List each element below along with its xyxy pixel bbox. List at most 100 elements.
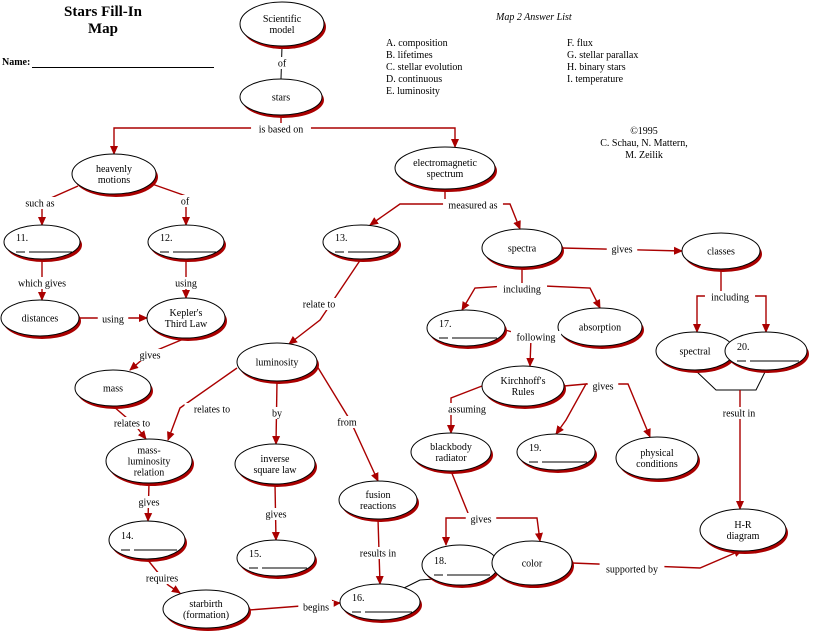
link-label: gives <box>138 498 159 509</box>
title-line-2: Map <box>88 21 118 37</box>
node-label: Third Law <box>165 319 208 330</box>
node-ellipse <box>239 1 325 47</box>
link-label-bg <box>704 291 756 303</box>
edge-measured-left <box>369 189 446 226</box>
node-label: relation <box>134 468 165 479</box>
link-label: gives <box>139 351 160 362</box>
node-ellipse <box>105 438 193 484</box>
node-label: H-R <box>734 520 752 531</box>
node-ellipse <box>339 583 421 621</box>
answer-item: F. flux <box>567 38 593 49</box>
link-label-bg <box>177 195 193 207</box>
node-label: mass <box>103 384 123 395</box>
node-label: conditions <box>636 459 678 470</box>
node-number: 18. <box>434 556 447 567</box>
link-label: from <box>337 418 357 429</box>
node-number: 12. <box>160 233 173 244</box>
node-n12: 12. <box>147 224 226 262</box>
link-label: gives <box>592 382 613 393</box>
link-label: including <box>711 293 749 304</box>
link-which-gives: which gives <box>12 277 72 290</box>
answer-item: G. stellar parallax <box>567 50 639 61</box>
answer-item: A. composition <box>386 38 448 49</box>
node-ellipse <box>74 369 152 407</box>
edge-based-right <box>281 127 459 148</box>
node-label: radiator <box>435 453 467 464</box>
node-label: model <box>270 25 295 36</box>
node-ellipse <box>410 432 492 472</box>
node-classes: classes <box>681 232 762 272</box>
link-label-bg <box>134 349 166 361</box>
node-ellipse <box>146 297 226 339</box>
link-label: which gives <box>18 279 66 290</box>
link-label: using <box>102 315 124 326</box>
page-title: Stars Fill-In Map <box>38 4 168 38</box>
link-gives-5: gives <box>133 496 165 509</box>
node-label: spectrum <box>427 169 464 180</box>
node-ellipse <box>481 365 565 407</box>
node-label: stars <box>272 93 290 104</box>
node-ellipse <box>338 480 418 520</box>
link-label: using <box>175 279 197 290</box>
node-number: 20. <box>737 342 750 353</box>
node-ellipse <box>491 540 573 586</box>
link-gives-6: gives <box>260 508 292 521</box>
answer-item: D. continuous <box>386 74 443 85</box>
name-label: Name: <box>2 57 31 68</box>
node-label: Kepler's <box>170 308 203 319</box>
link-label: following <box>517 333 556 344</box>
link-assuming: assuming <box>444 403 490 416</box>
node-n17: 17. <box>426 309 507 349</box>
link-requires: requires <box>139 572 185 585</box>
node-ellipse <box>681 232 761 270</box>
link-using-1: using <box>170 277 202 290</box>
node-label: reactions <box>360 501 396 512</box>
link-relates-to-1: relates to <box>184 403 240 416</box>
link-label-bg <box>350 547 406 559</box>
name-field: Name: <box>2 57 215 68</box>
node-distances: distances <box>0 299 81 339</box>
link-label-bg <box>606 243 638 255</box>
link-label: gives <box>265 510 286 521</box>
node-label: Rules <box>512 387 535 398</box>
title-line-1: Stars Fill-In <box>64 4 142 20</box>
link-gives-1: gives <box>606 243 638 256</box>
node-label: electromagnetic <box>413 158 477 169</box>
answer-item: B. lifetimes <box>386 50 433 61</box>
node-label: blackbody <box>430 442 472 453</box>
link-label-bg <box>713 407 765 419</box>
answer-item: I. temperature <box>567 74 624 85</box>
node-color: color <box>491 540 574 588</box>
link-of-1: of <box>274 57 290 70</box>
node-label: fusion <box>366 490 391 501</box>
link-label-bg <box>97 313 129 325</box>
link-label-bg <box>465 513 497 525</box>
link-gives-2: gives <box>134 349 166 362</box>
edge-bb-gives <box>442 470 472 546</box>
node-n20: 20. <box>724 331 809 373</box>
answer-list-right: F. flux G. stellar parallax H. binary st… <box>567 38 638 86</box>
node-ellipse <box>394 146 496 190</box>
node-label: mass- <box>137 446 160 457</box>
link-label-bg <box>139 572 185 584</box>
node-label: physical <box>640 448 674 459</box>
node-ellipse <box>234 443 316 485</box>
link-label: assuming <box>448 405 486 416</box>
edge-assuming <box>447 385 483 434</box>
node-ellipse <box>147 224 225 260</box>
link-label: gives <box>611 245 632 256</box>
node-ellipse <box>239 78 323 116</box>
link-label-bg <box>444 403 490 415</box>
node-ellipse <box>426 309 506 347</box>
node-label: heavenly <box>96 164 132 175</box>
link-including-1: including <box>496 283 548 296</box>
edge-based-left <box>110 115 282 155</box>
link-label: of <box>278 59 287 70</box>
node-ellipse <box>0 299 80 337</box>
link-relates-to-2: relates to <box>104 417 160 430</box>
node-ellipse <box>236 539 316 577</box>
